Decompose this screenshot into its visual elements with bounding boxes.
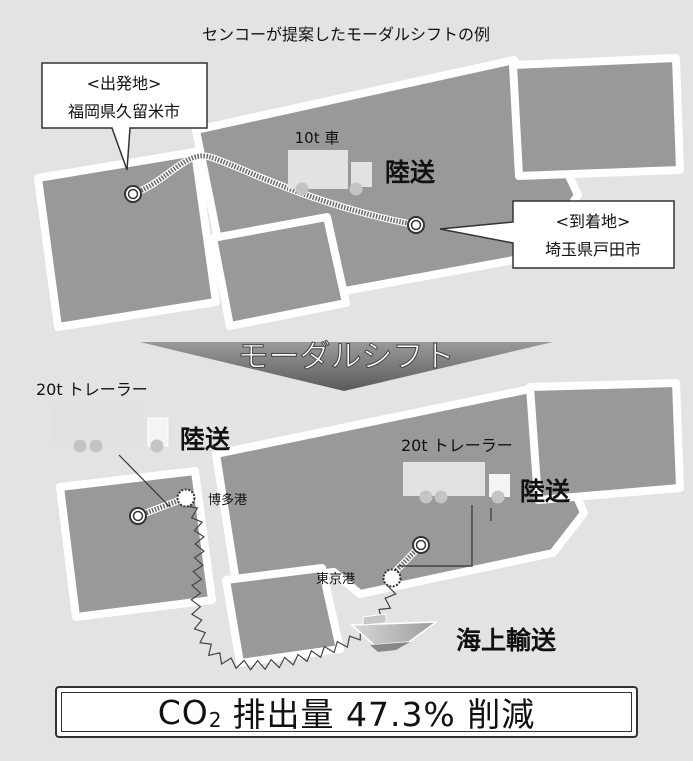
diagram-title: センコーが提案したモーダルシフトの例 — [202, 25, 490, 44]
truck-10t-label: 10t 車 — [295, 129, 340, 147]
trailer1-leader — [118, 454, 171, 508]
trailer2-icon — [403, 462, 510, 504]
mode-road-top-label: 陸送 — [385, 158, 435, 187]
map-region-kyushu-top — [34, 148, 220, 331]
origin-callout: <出発地> 福岡県久留米市 — [41, 62, 208, 171]
destination-callout: <到着地> 埼玉県戸田市 — [439, 200, 675, 269]
shift-label: モーダルシフト — [238, 339, 455, 375]
map-region-kyushu-bottom — [56, 467, 216, 621]
destination-marker — [407, 216, 425, 234]
route-road-top — [132, 153, 417, 228]
result-text: 排出量 47.3% 削減 — [232, 695, 536, 734]
trailer1-icon — [51, 405, 169, 453]
map-region-northeast-bottom — [526, 379, 684, 504]
shift-arrow — [140, 342, 553, 391]
trailer2-leader-a — [398, 505, 473, 567]
map-region-shikoku-bottom — [222, 564, 344, 667]
map-region-shikoku-top — [209, 213, 350, 330]
map-region-northeast-top — [509, 54, 684, 180]
trailer2-label: 20t トレーラー — [401, 436, 513, 455]
truck-10t-icon — [288, 150, 372, 196]
mode-sea-label: 海上輸送 — [456, 626, 556, 655]
route-road-kyushu — [137, 495, 186, 519]
map-bottom — [56, 379, 684, 667]
mode-road-bottom1-label: 陸送 — [180, 425, 230, 454]
origin-city: 福岡県久留米市 — [68, 102, 180, 121]
port-hakata-marker — [176, 488, 196, 508]
trailer1-label: 20t トレーラー — [36, 380, 148, 399]
port-hakata-label: 博多港 — [208, 492, 247, 508]
ship-icon — [350, 613, 439, 652]
destination-city: 埼玉県戸田市 — [545, 240, 641, 259]
mode-road-bottom2-label: 陸送 — [520, 477, 570, 506]
destination-label: <到着地> — [556, 212, 631, 231]
port-tokyo-marker — [382, 568, 402, 588]
origin-marker — [124, 185, 142, 203]
result-co: CO — [157, 692, 209, 732]
result-co-subscript: 2 — [208, 708, 223, 732]
origin-label: <出発地> — [87, 74, 162, 93]
destination-marker-bottom — [412, 536, 430, 554]
port-tokyo-label: 東京港 — [316, 571, 355, 587]
origin-marker-bottom — [129, 507, 147, 525]
